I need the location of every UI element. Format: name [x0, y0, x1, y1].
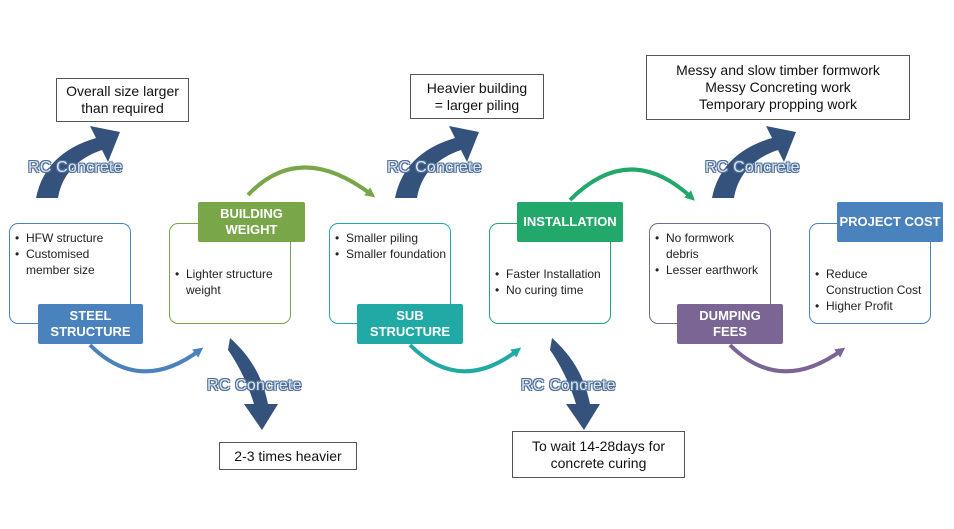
cost-bullet-list: Reduce Construction Cost Higher Profit	[813, 266, 930, 314]
arc-steel-to-building	[88, 343, 204, 374]
steel-bullet: HFW structure	[13, 230, 128, 246]
install-bullet-list: Faster Installation No curing time	[493, 266, 608, 298]
dumping-bullet: Lesser earthwork	[653, 262, 768, 278]
rc-arrow-up-3	[712, 126, 796, 198]
install-bullet: Faster Installation	[493, 266, 608, 282]
steel-bullet: Customised member size	[13, 246, 128, 278]
stage-label-installation: INSTALLATION	[517, 202, 623, 242]
building-bullet: Lighter structure weight	[173, 266, 288, 298]
note-install-curing: To wait 14-28days for concrete curing	[512, 431, 685, 478]
rc-label-building: RC Concrete	[207, 377, 302, 394]
rc-label-dumping: RC Concrete	[705, 159, 800, 176]
sub-bullet: Smaller foundation	[333, 246, 448, 262]
stage-label-building-weight: BUILDING WEIGHT	[198, 202, 305, 242]
rc-label-sub: RC Concrete	[387, 159, 482, 176]
arc-building-to-sub	[246, 165, 376, 198]
rc-arrow-up-1	[36, 126, 120, 198]
rc-arrow-down-2	[550, 338, 600, 430]
note-steel-oversize: Overall size larger than required	[56, 78, 189, 122]
building-bullet-list: Lighter structure weight	[173, 266, 288, 298]
stage-label-project-cost: PROJECT COST	[837, 202, 943, 242]
dumping-bullet: No formwork debris	[653, 230, 768, 262]
sub-bullet-list: Smaller piling Smaller foundation	[333, 230, 448, 262]
note-building-heavier: 2-3 times heavier	[219, 442, 357, 470]
arc-install-to-dumping	[568, 167, 695, 202]
steel-bullet-list: HFW structure Customised member size	[13, 230, 128, 278]
install-bullet: No curing time	[493, 282, 608, 298]
rc-label-install: RC Concrete	[521, 377, 616, 394]
cost-bullet: Reduce Construction Cost	[813, 266, 930, 298]
dumping-bullet-list: No formwork debris Lesser earthwork	[653, 230, 768, 278]
note-sub-larger-piling: Heavier building = larger piling	[410, 74, 544, 119]
stage-label-sub-structure: SUB STRUCTURE	[357, 304, 463, 344]
stage-label-steel-structure: STEEL STRUCTURE	[38, 304, 143, 344]
cost-bullet: Higher Profit	[813, 298, 930, 314]
arc-dumping-to-cost	[728, 343, 846, 374]
rc-arrow-up-2	[395, 126, 479, 198]
rc-label-steel: RC Concrete	[28, 159, 123, 176]
stage-label-dumping-fees: DUMPING FEES	[677, 304, 783, 344]
sub-bullet: Smaller piling	[333, 230, 448, 246]
arc-sub-to-install	[408, 343, 522, 374]
rc-arrow-down-1	[228, 338, 278, 430]
note-dumping-messy: Messy and slow timber formwork Messy Con…	[646, 55, 910, 120]
